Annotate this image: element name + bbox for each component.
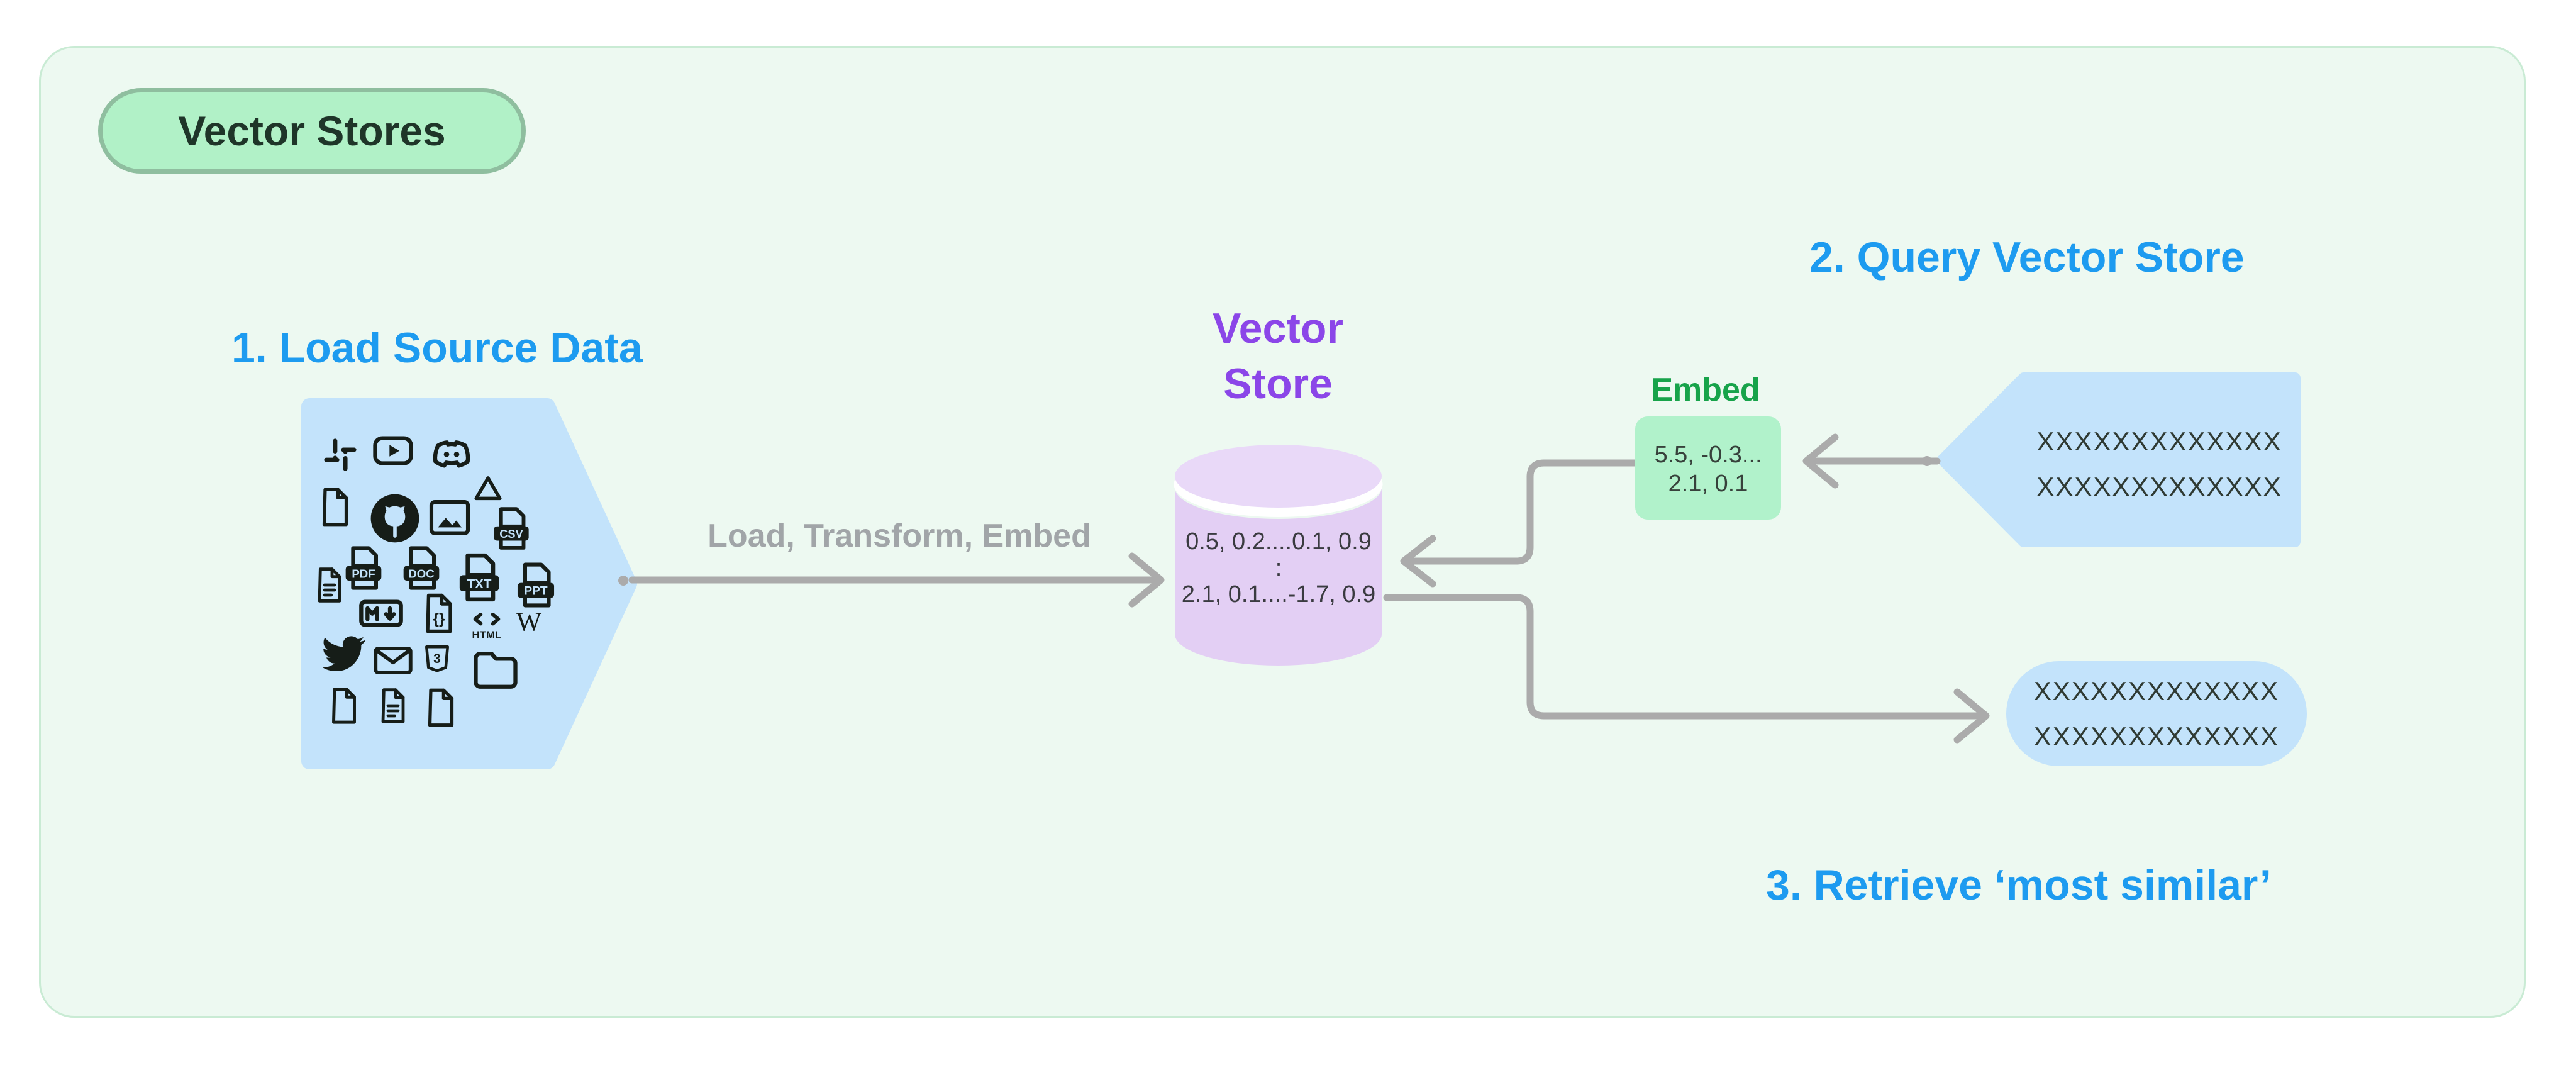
svg-text:PPT: PPT: [524, 585, 548, 598]
wikipedia-icon: W: [509, 601, 549, 642]
csv-file-icon: CSV: [487, 504, 536, 553]
vector-store-label-line1: Vector: [1213, 304, 1343, 352]
ppt-file-icon: PPT: [510, 559, 562, 611]
vector-store-label: Vector Store: [1089, 301, 1467, 411]
vector-store-cylinder: [1174, 445, 1383, 666]
embed-row: 5.5, -0.3...: [1654, 442, 1762, 468]
svg-text:3: 3: [433, 651, 441, 666]
svg-text:DOC: DOC: [408, 567, 434, 580]
vector-stores-badge: Vector Stores: [98, 88, 526, 174]
step2-heading: 2. Query Vector Store: [1809, 233, 2245, 281]
query-shape: [1937, 372, 2301, 547]
svg-text:PDF: PDF: [352, 567, 375, 580]
vector-row: 0.5, 0.2....0.1, 0.9: [1185, 528, 1372, 555]
github-icon: [365, 488, 425, 549]
svg-text:HTML: HTML: [472, 629, 502, 641]
result-box: XXXXXXXXXXXXX XXXXXXXXXXXXX: [2006, 661, 2307, 766]
vector-row: :: [1275, 555, 1282, 581]
result-line: XXXXXXXXXXXXX: [2033, 676, 2280, 706]
query-line: XXXXXXXXXXXXX: [2036, 426, 2282, 456]
step3-heading: 3. Retrieve ‘most similar’: [1766, 861, 2272, 909]
query-line: XXXXXXXXXXXXX: [2036, 472, 2282, 501]
markdown-icon: [356, 588, 406, 638]
doc-file-icon: DOC: [396, 543, 447, 593]
arrowhead-right: [1953, 688, 1990, 744]
embed-to-store-arrow: [1405, 459, 1639, 565]
embed-label: Embed: [1651, 372, 1760, 408]
arrowhead-left: [1802, 433, 1839, 489]
twitter-icon: [318, 627, 370, 679]
file-icon: [323, 685, 365, 727]
vector-row: 2.1, 0.1....-1.7, 0.9: [1181, 581, 1376, 608]
load-transform-embed-label: Load, Transform, Embed: [708, 518, 1091, 554]
discord-icon: [426, 428, 477, 479]
file-text-icon: [373, 686, 413, 726]
vector-store-label-line2: Store: [1223, 360, 1333, 408]
image-icon: [424, 491, 475, 543]
css3-icon: 3: [418, 640, 456, 677]
query-placeholder-text: XXXXXXXXXXXXX XXXXXXXXXXXXX: [2024, 419, 2295, 510]
json-file-icon: {}: [416, 591, 462, 636]
txt-file-icon: TXT: [452, 550, 507, 605]
svg-text:W: W: [516, 608, 542, 637]
arrowhead-left: [1400, 535, 1436, 588]
email-icon: [370, 637, 416, 684]
slack-icon: [318, 432, 363, 477]
vector-store-values: 0.5, 0.2....0.1, 0.9 : 2.1, 0.1....-1.7,…: [1169, 528, 1389, 608]
youtube-icon: [369, 426, 417, 474]
folder-icon: [469, 642, 522, 694]
arrowhead-right: [1128, 552, 1165, 608]
file-icon: [419, 686, 463, 730]
svg-text:CSV: CSV: [499, 528, 523, 540]
svg-text:TXT: TXT: [467, 577, 492, 591]
svg-text:{}: {}: [433, 611, 445, 628]
file-icon: [313, 485, 357, 529]
pdf-file-icon: PDF: [338, 543, 389, 593]
connector-dot: [618, 576, 628, 586]
file-text-icon: [309, 565, 350, 605]
google-drive-icon: [469, 471, 508, 510]
embed-values-box: 5.5, -0.3... 2.1, 0.1: [1635, 416, 1781, 520]
result-line: XXXXXXXXXXXXX: [2033, 722, 2280, 751]
store-to-result-arrow: [1383, 594, 1985, 720]
embed-row: 2.1, 0.1: [1668, 471, 1748, 497]
connector-wires: [618, 433, 1990, 744]
step1-heading: 1. Load Source Data: [231, 324, 643, 372]
html-icon: HTML: [465, 601, 509, 645]
